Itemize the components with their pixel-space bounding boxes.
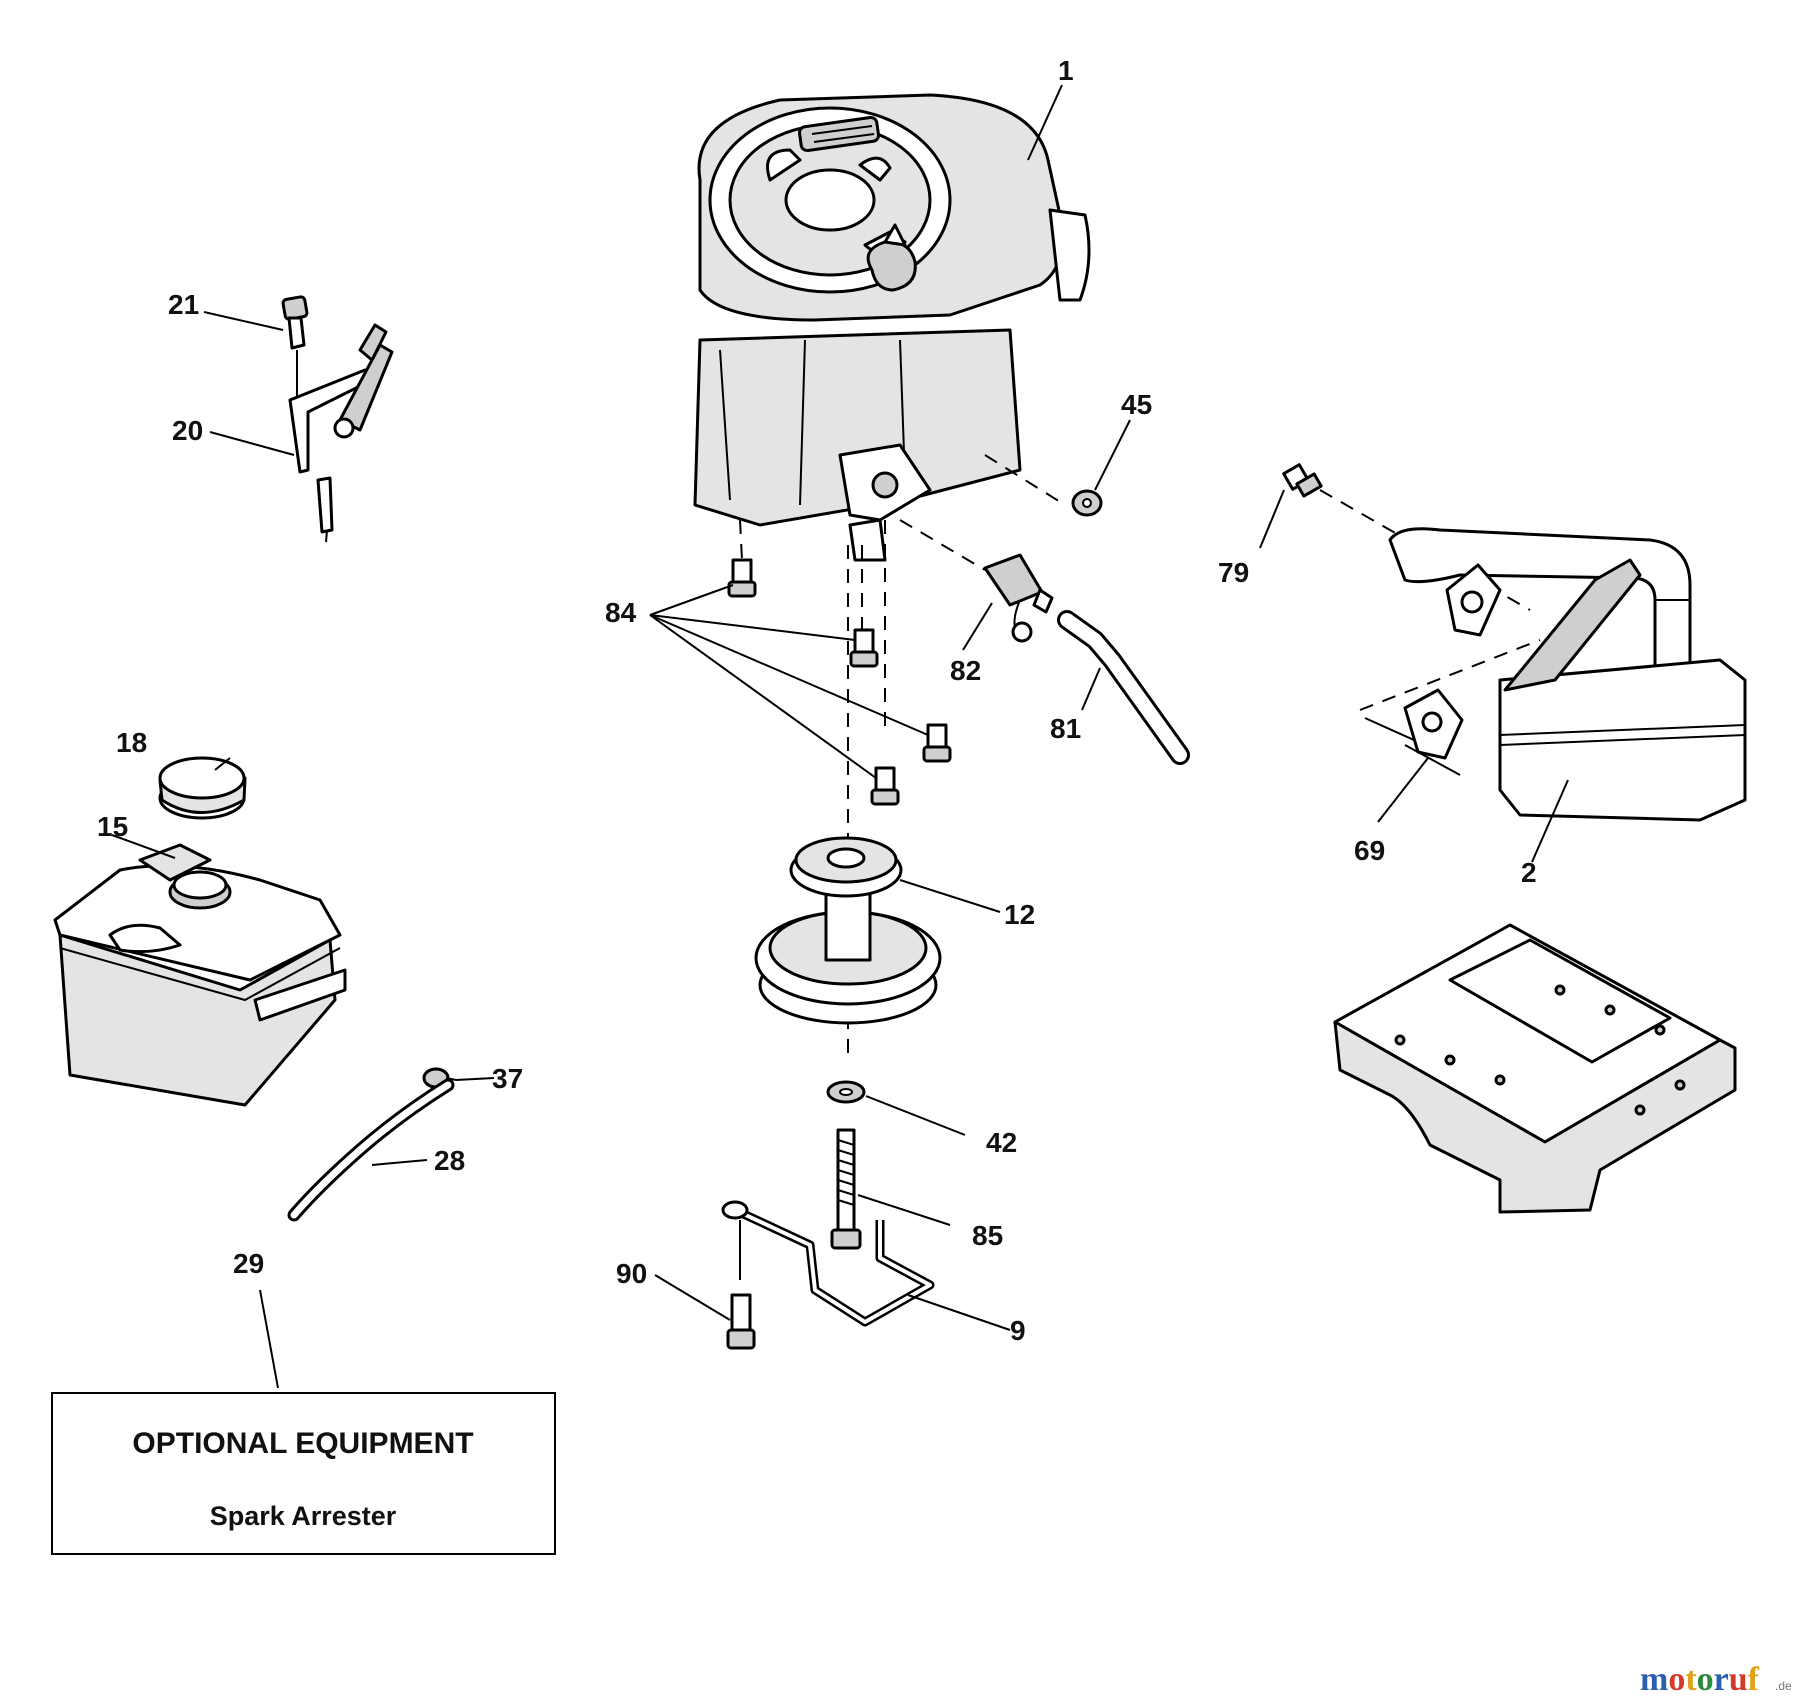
watermark-letter-m: m [1640,1661,1668,1698]
optional-equipment-item: Spark Arrester [210,1501,397,1531]
callout-2: 2 [1521,857,1537,888]
callout-42: 42 [986,1127,1017,1158]
solenoid-guide-line [899,519,986,571]
watermark-tld: .de [1775,1679,1792,1693]
fuel-tank-15 [53,843,347,1107]
optional-equipment-title: OPTIONAL EQUIPMENT [132,1427,473,1460]
watermark-logo: motoruf .de [1640,1661,1792,1698]
muffler-guide-line-mid [1359,639,1541,711]
bolt-84-b [849,628,879,668]
engine-part [693,93,1091,562]
throttle-control-20 [288,323,394,543]
watermark-letter-o2: o [1697,1661,1714,1698]
callout-18: 18 [116,727,147,758]
callout-1: 1 [1058,55,1074,86]
watermark-text: motoruf [1640,1661,1760,1698]
callout-20: 20 [172,415,203,446]
leader-lines [111,84,1569,1389]
watermark-letter-u: u [1729,1661,1748,1698]
callout-37: 37 [492,1063,523,1094]
watermark-letter-r: r [1714,1661,1729,1698]
pulley-12 [754,836,942,1025]
callout-28: 28 [434,1145,465,1176]
fuel-cap-18 [158,756,247,820]
fuel-line-81 [1057,610,1190,765]
bolt-84-a [727,558,757,598]
fuel-solenoid-82 [983,553,1054,643]
bolt-84-d [870,766,900,806]
bolt-84-c [922,723,952,763]
screw-21 [281,295,309,350]
callout-79: 79 [1218,557,1249,588]
fuel-hose-28 [287,1078,455,1222]
nut-45 [1071,489,1103,517]
bolt-79 [1282,463,1323,498]
callout-90: 90 [616,1258,647,1289]
nut-guide-line [984,454,1066,506]
bracket-9 [721,1200,935,1327]
bolt-85 [830,1128,862,1250]
bolt-guide-line-c [739,519,743,561]
watermark-letter-f: f [1748,1661,1760,1698]
callout-69: 69 [1354,835,1385,866]
bolt-90 [726,1293,756,1350]
callout-84: 84 [605,597,637,628]
gasket-69-a [1445,563,1502,637]
callout-12: 12 [1004,899,1035,930]
callout-82: 82 [950,655,981,686]
washer-42 [826,1080,866,1104]
muffler-2 [1388,527,1747,822]
callout-85: 85 [972,1220,1003,1251]
callout-9: 9 [1010,1315,1026,1346]
callout-81: 81 [1050,713,1081,744]
watermark-letter-t: t [1685,1661,1697,1698]
optional-equipment-box: OPTIONAL EQUIPMENT Spark Arrester [51,1392,556,1555]
callout-29: 29 [233,1248,264,1279]
watermark-letter-o1: o [1668,1661,1685,1698]
callout-45: 45 [1121,389,1152,420]
callout-21: 21 [168,289,199,320]
gasket-69-b [1403,688,1464,760]
engine-mount-plate [1333,923,1737,1214]
callout-15: 15 [97,811,128,842]
